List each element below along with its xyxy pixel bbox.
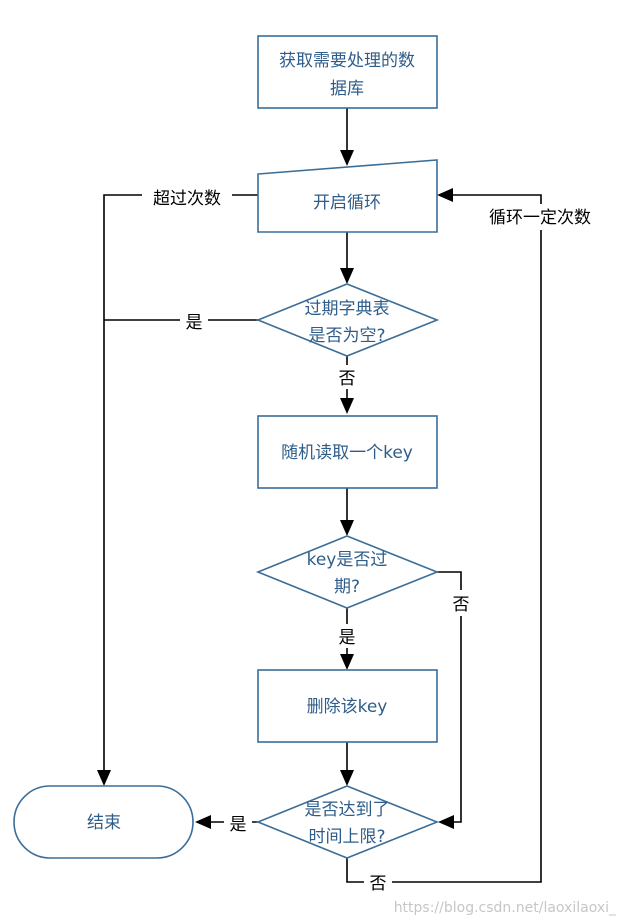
edge-limit-no-loop-back: 否 循环一定次数 bbox=[346, 188, 602, 894]
fetch-db-line1: 获取需要处理的数 bbox=[279, 51, 415, 71]
edge-fetch-to-loop bbox=[340, 108, 354, 166]
edge-delete-to-limit-check bbox=[340, 742, 354, 786]
dict-empty-line1: 过期字典表 bbox=[305, 299, 390, 319]
empty-no-label: 否 bbox=[339, 369, 356, 389]
fetch-db-line2: 据库 bbox=[330, 79, 364, 99]
start-loop-text: 开启循环 bbox=[313, 193, 381, 213]
limit-no-label: 否 bbox=[370, 874, 387, 894]
time-limit-line1: 是否达到了 bbox=[305, 800, 390, 820]
edge-read-to-expired-check bbox=[340, 488, 354, 536]
node-read-key: 随机读取一个key bbox=[257, 415, 438, 489]
dict-empty-line2: 是否为空? bbox=[308, 326, 385, 346]
end-text: 结束 bbox=[87, 813, 121, 833]
loop-count-label: 循环一定次数 bbox=[489, 208, 591, 228]
node-key-expired-check: key是否过 期? bbox=[255, 535, 440, 609]
edge-exceed-count-to-end: 超过次数 bbox=[97, 184, 258, 786]
edge-loop-to-empty-check bbox=[340, 232, 354, 284]
key-expired-line2: 期? bbox=[334, 577, 360, 597]
watermark: https://blog.csdn.net/laoxilaoxi_ bbox=[394, 900, 617, 916]
edge-empty-yes-to-end: 是 bbox=[104, 310, 258, 334]
edge-empty-no-to-read: 否 bbox=[334, 356, 360, 414]
read-key-text: 随机读取一个key bbox=[281, 443, 413, 463]
exceed-count-label: 超过次数 bbox=[153, 189, 221, 209]
empty-yes-label: 是 bbox=[186, 313, 203, 333]
expired-yes-label: 是 bbox=[339, 628, 356, 648]
limit-yes-label: 是 bbox=[230, 815, 247, 835]
node-end: 结束 bbox=[13, 785, 194, 859]
edge-expired-no-to-limit-check: 否 bbox=[437, 571, 475, 829]
expired-no-label: 否 bbox=[453, 595, 470, 615]
key-expired-line1: key是否过 bbox=[307, 550, 388, 570]
node-delete-key: 删除该key bbox=[257, 669, 438, 743]
edge-limit-yes-to-end: 是 bbox=[195, 812, 258, 836]
delete-key-text: 删除该key bbox=[307, 697, 388, 717]
node-start-loop: 开启循环 bbox=[257, 159, 438, 233]
edge-expired-yes-to-delete: 是 bbox=[334, 608, 360, 670]
node-dict-empty-check: 过期字典表 是否为空? bbox=[255, 283, 440, 357]
node-time-limit-check: 是否达到了 时间上限? bbox=[255, 785, 440, 859]
node-fetch-db: 获取需要处理的数 据库 bbox=[257, 35, 438, 109]
time-limit-line2: 时间上限? bbox=[308, 827, 385, 847]
